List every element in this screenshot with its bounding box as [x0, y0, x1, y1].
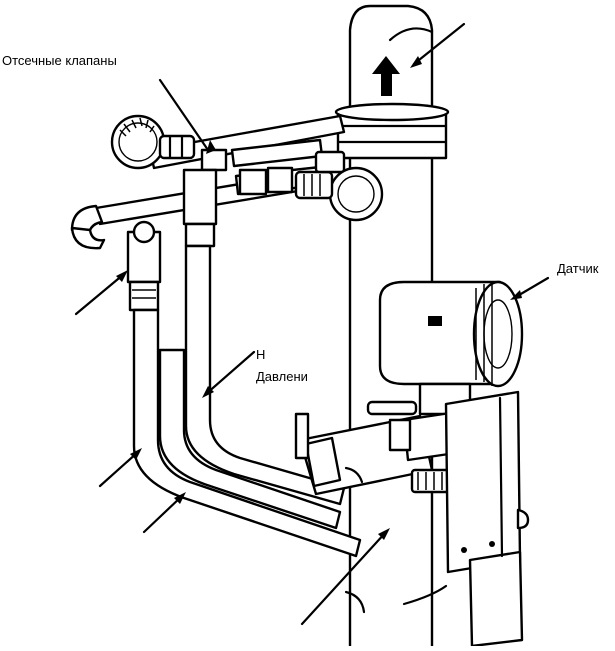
leader-flow [412, 22, 466, 66]
valve-handwheel-left [110, 114, 196, 170]
mounting-plate [444, 390, 530, 648]
label-shutoff-valves: Отсечные клапаны [2, 53, 117, 68]
label-pressure-partial: Н Давлени [256, 344, 308, 388]
u-bolts [344, 466, 448, 614]
valve-handwheel-right [294, 166, 384, 222]
manifold-fittings [200, 148, 346, 196]
impulse-line-left [126, 220, 362, 558]
leader-valves [158, 78, 210, 152]
leader-valve-left [74, 272, 126, 316]
leader-arrows [74, 22, 550, 626]
leader-manifold [300, 530, 388, 626]
pressure-transmitter [378, 280, 524, 416]
arrow-up-icon [372, 56, 400, 96]
leader-line-lower [142, 494, 184, 534]
label-pressure-partial-line1: Н [256, 347, 266, 362]
impulse-line-right [158, 168, 346, 530]
pipe-clamp [334, 102, 450, 160]
label-pressure-partial-line2: Давлени [256, 369, 308, 384]
leader-line-right [204, 350, 256, 396]
label-sensor: Датчик [557, 261, 599, 276]
leader-line-left [98, 450, 140, 488]
